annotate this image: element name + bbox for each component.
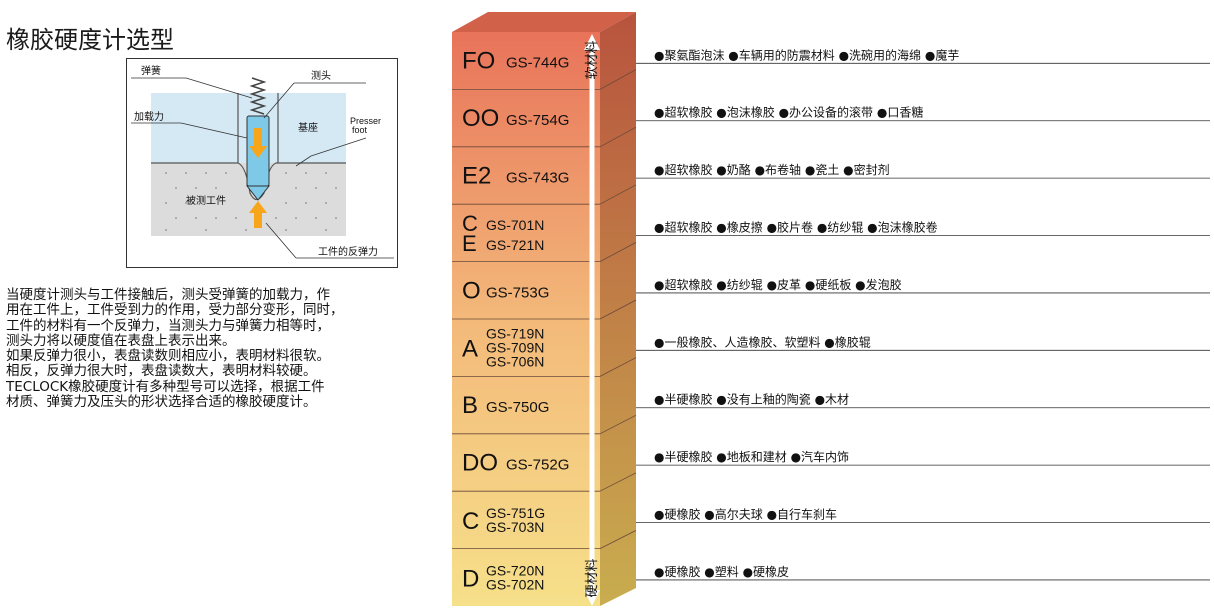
scale-side-face xyxy=(600,12,636,606)
application-text: ●一般橡胶、人造橡胶、软塑料 ●橡胶辊 xyxy=(654,334,871,349)
soft-material-label: 软材料 xyxy=(585,40,600,79)
arrow-head-down xyxy=(584,590,600,606)
band-model: GS-709N xyxy=(486,340,544,356)
application-text: ●硬橡胶 ●高尔夫球 ●自行车刹车 xyxy=(654,507,837,522)
application-text: ●聚氨酯泡沫 ●车辆用的防震材料 ●洗碗用的海绵 ●魔芋 xyxy=(654,47,959,62)
band-name: C xyxy=(462,211,478,236)
presser-foot-label-2: foot xyxy=(352,125,368,135)
workpiece-surface xyxy=(151,162,346,201)
band-model: GS-701N xyxy=(486,217,544,233)
application-text: ●半硬橡胶 ●没有上釉的陶瓷 ●木材 xyxy=(654,392,849,407)
description-line: 工件的材料有一个反弹力，当测头力与弹簧力相等时， xyxy=(6,317,330,334)
scale-band: ●半硬橡胶 ●地板和建材 ●汽车内饰 DO GS-752G xyxy=(452,449,1210,492)
spring-label: 弹簧 xyxy=(141,64,161,77)
band-model: GS-720N xyxy=(486,562,544,578)
band-divider-side xyxy=(599,472,637,492)
band-model: GS-750G xyxy=(486,399,549,416)
workpiece-label: 被测工件 xyxy=(186,194,226,207)
hard-material-label: 硬材料 xyxy=(585,558,600,597)
band-divider-side xyxy=(599,126,637,148)
band-divider-side xyxy=(599,530,637,549)
spring-coil xyxy=(249,77,267,115)
arrow-head-up xyxy=(584,34,600,50)
band-name: OO xyxy=(462,105,499,132)
band-model: GS-753G xyxy=(486,284,549,301)
band-model: GS-743G xyxy=(506,170,569,187)
application-text: ●半硬橡胶 ●地板和建材 ●汽车内饰 xyxy=(654,449,849,464)
band-name: E xyxy=(462,231,477,256)
description-line: 用在工件上，工件受到力的作用，受力部分变形，同时， xyxy=(6,302,344,319)
band-model: GS-744G xyxy=(506,55,569,72)
reaction-arrow xyxy=(249,201,267,228)
band-model: GS-703N xyxy=(486,519,544,535)
application-text: ●超软橡胶 ●橡皮擦 ●胶片卷 ●纺纱辊 ●泡沫橡胶卷 xyxy=(654,220,938,235)
band-model: GS-752G xyxy=(506,457,569,474)
base-label: 基座 xyxy=(298,121,318,134)
scale-top-face xyxy=(452,12,636,32)
presser-foot-label-1: Presser xyxy=(350,116,381,126)
band-model: GS-719N xyxy=(486,326,544,342)
scale-band: ●超软橡胶 ●纺纱辊 ●皮革 ●硬纸板 ●发泡胶 O GS-753G xyxy=(452,277,1210,320)
application-text: ●超软橡胶 ●奶酪 ●布卷轴 ●瓷土 ●密封剂 xyxy=(654,162,890,177)
band-name: FO xyxy=(462,48,495,75)
band-divider-side xyxy=(599,299,637,320)
band-name: DO xyxy=(462,450,498,477)
load-arrow xyxy=(249,128,267,158)
description-line: 相反，反弹力很大时，表盘读数大，表明材料较硬。 xyxy=(6,363,317,380)
band-name: C xyxy=(462,508,479,535)
band-divider-side xyxy=(599,242,637,262)
band-model: GS-754G xyxy=(506,112,569,129)
description: 当硬度计测头与工件接触后，测头受弹簧的加载力，作 用在工件上，工件受到力的作用，… xyxy=(6,287,416,411)
scale-band: ●超软橡胶 ●泡沫橡胶 ●办公设备的滚带 ●口香糖 OO GS-754G xyxy=(452,105,1210,148)
band-model: GS-702N xyxy=(486,576,544,592)
description-line: 测头力将以硬度值在表盘上表示出来。 xyxy=(6,332,236,349)
load-label: 加载力 xyxy=(134,110,164,123)
page-title: 橡胶硬度计选型 xyxy=(6,26,174,54)
band-name: E2 xyxy=(462,163,491,190)
band-name: D xyxy=(462,565,479,592)
band-divider-side xyxy=(599,357,637,377)
description-line: TECLOCK橡胶硬度计有多种型号可以选择，根据工件 xyxy=(6,378,325,395)
description-line: 如果反弹力很小，表盘读数则相应小，表明材料很软。 xyxy=(6,348,330,365)
application-text: ●硬橡胶 ●塑料 ●硬橡皮 xyxy=(654,564,789,579)
band-model: GS-706N xyxy=(486,354,544,370)
probe-label: 测头 xyxy=(311,69,331,82)
scale-band: ●聚氨酯泡沫 ●车辆用的防震材料 ●洗碗用的海绵 ●魔芋 FO GS-744G xyxy=(452,47,1210,90)
band-name: O xyxy=(462,277,481,304)
reaction-label: 工件的反弹力 xyxy=(318,245,378,258)
scale-band: ●一般橡胶、人造橡胶、软塑料 ●橡胶辊 A GS-719NGS-709NGS-706… xyxy=(452,326,1210,377)
band-name: A xyxy=(462,336,478,363)
band-divider-side xyxy=(599,184,637,205)
scale-band: ●半硬橡胶 ●没有上釉的陶瓷 ●木材 B GS-750G xyxy=(452,392,1210,435)
band-divider-side xyxy=(599,69,637,90)
application-text: ●超软橡胶 ●泡沫橡胶 ●办公设备的滚带 ●口香糖 xyxy=(654,105,923,120)
band-model: GS-751G xyxy=(486,505,545,521)
band-model: GS-721N xyxy=(486,237,544,253)
description-line: 当硬度计测头与工件接触后，测头受弹簧的加载力，作 xyxy=(6,287,330,303)
probe-diagram: 弹簧 测头 加载力 基座 Presser foot 被测工件 工件的反弹力 xyxy=(126,58,398,268)
scale-band: ●超软橡胶 ●橡皮擦 ●胶片卷 ●纺纱辊 ●泡沫橡胶卷 CE GS-701N GS-7… xyxy=(452,211,1210,263)
band-name: B xyxy=(462,392,478,419)
description-line: 材质、弹簧力及压头的形状选择合适的橡胶硬度计。 xyxy=(6,394,317,411)
application-text: ●超软橡胶 ●纺纱辊 ●皮革 ●硬纸板 ●发泡胶 xyxy=(654,277,902,292)
band-divider-side xyxy=(599,414,637,435)
scale-band: ●超软橡胶 ●奶酪 ●布卷轴 ●瓷土 ●密封剂 E2 GS-743G xyxy=(452,162,1210,205)
